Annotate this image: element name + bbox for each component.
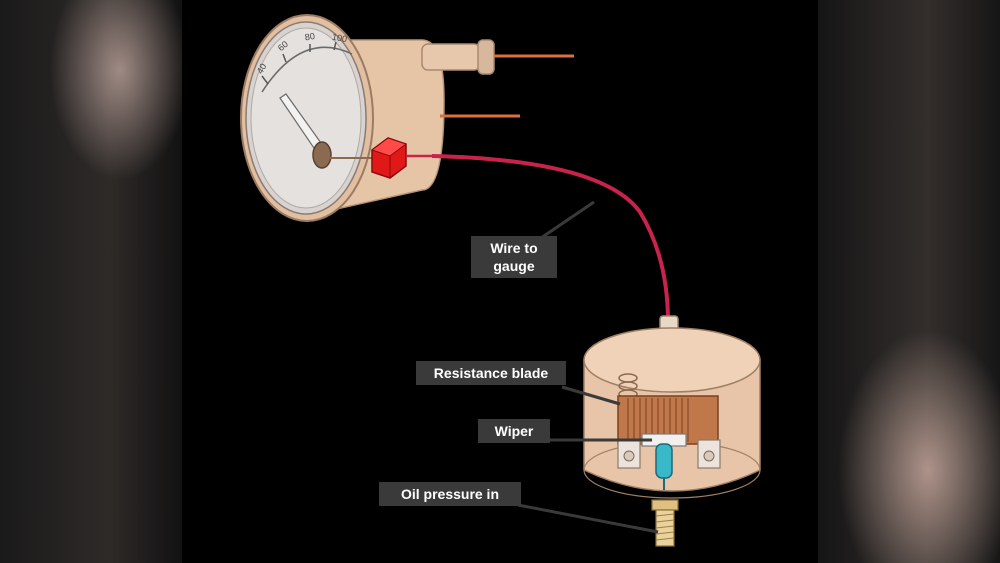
leader-line-wire bbox=[537, 200, 595, 242]
wire-to-gauge bbox=[431, 154, 670, 323]
diagram-illustration: 40 60 80 100 bbox=[240, 14, 761, 547]
gauge-scale-mark: 100 bbox=[331, 32, 348, 44]
oil-pressure-gauge-diagram: 40 60 80 100 bbox=[182, 0, 818, 563]
oil-pressure-in-label: Oil pressure in bbox=[379, 482, 521, 506]
leader-line-blade bbox=[561, 385, 621, 406]
oil-pressure-gauge: 40 60 80 100 bbox=[240, 14, 574, 222]
gauge-scale-mark: 80 bbox=[304, 31, 316, 43]
wire-to-gauge-label: Wire to gauge bbox=[471, 236, 557, 278]
gauge-scale-mark: 40 bbox=[255, 62, 269, 76]
gauge-scale-mark: 60 bbox=[276, 39, 290, 53]
right-blurred-border bbox=[818, 0, 1000, 563]
leader-line-oil bbox=[517, 503, 659, 534]
oil-pressure-sender bbox=[583, 315, 761, 547]
resistance-blade-label: Resistance blade bbox=[416, 361, 566, 385]
wiper-label: Wiper bbox=[478, 419, 550, 443]
left-blurred-border bbox=[0, 0, 182, 563]
